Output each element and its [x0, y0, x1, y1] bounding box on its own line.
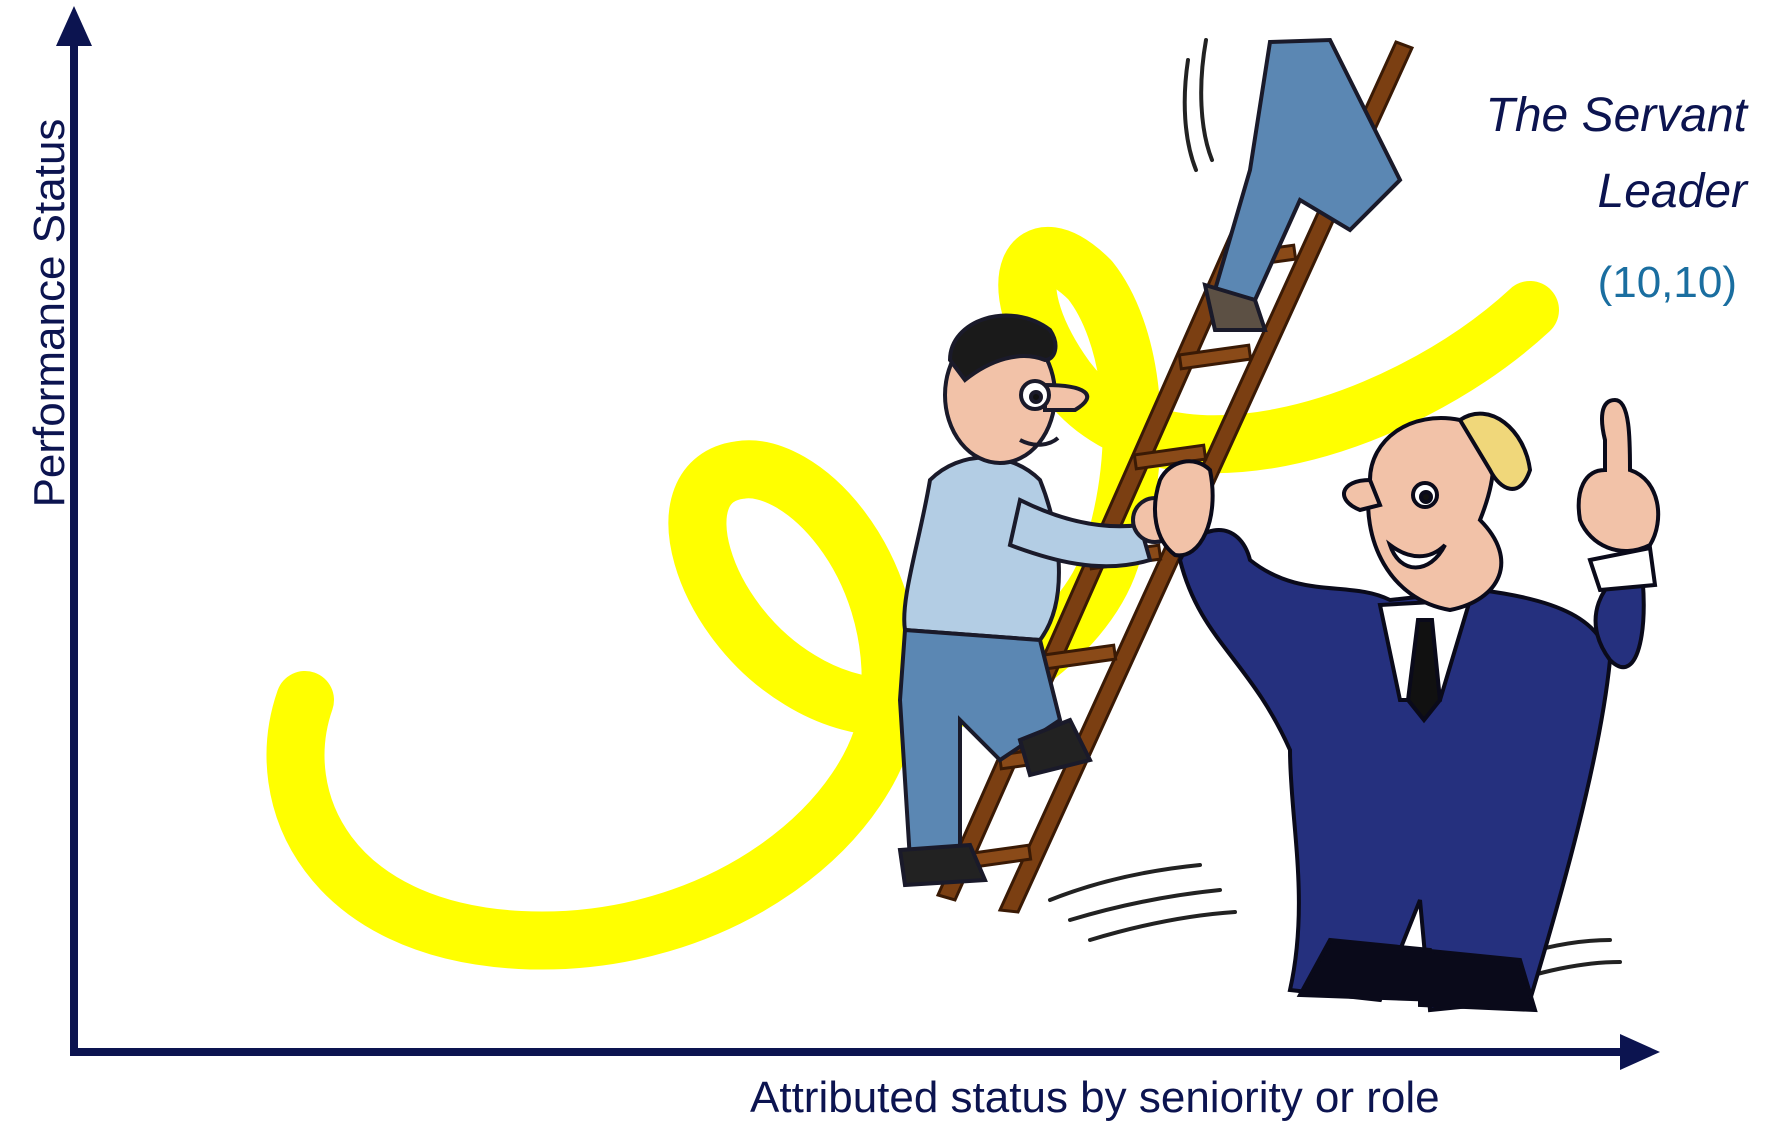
servant-leader-annotation: The Servant Leader — [1486, 78, 1747, 230]
y-axis-label: Performance Status — [25, 119, 75, 508]
annotation-title-line-1: The Servant — [1486, 78, 1747, 154]
x-axis-label: Attributed status by seniority or role — [750, 1073, 1440, 1123]
y-axis-arrowhead — [56, 6, 92, 46]
coordinate-label: (10,10) — [1598, 258, 1737, 308]
annotation-title-line-2: Leader — [1486, 154, 1747, 230]
boss-man — [1155, 400, 1658, 1010]
x-axis-arrowhead — [1620, 1034, 1660, 1070]
